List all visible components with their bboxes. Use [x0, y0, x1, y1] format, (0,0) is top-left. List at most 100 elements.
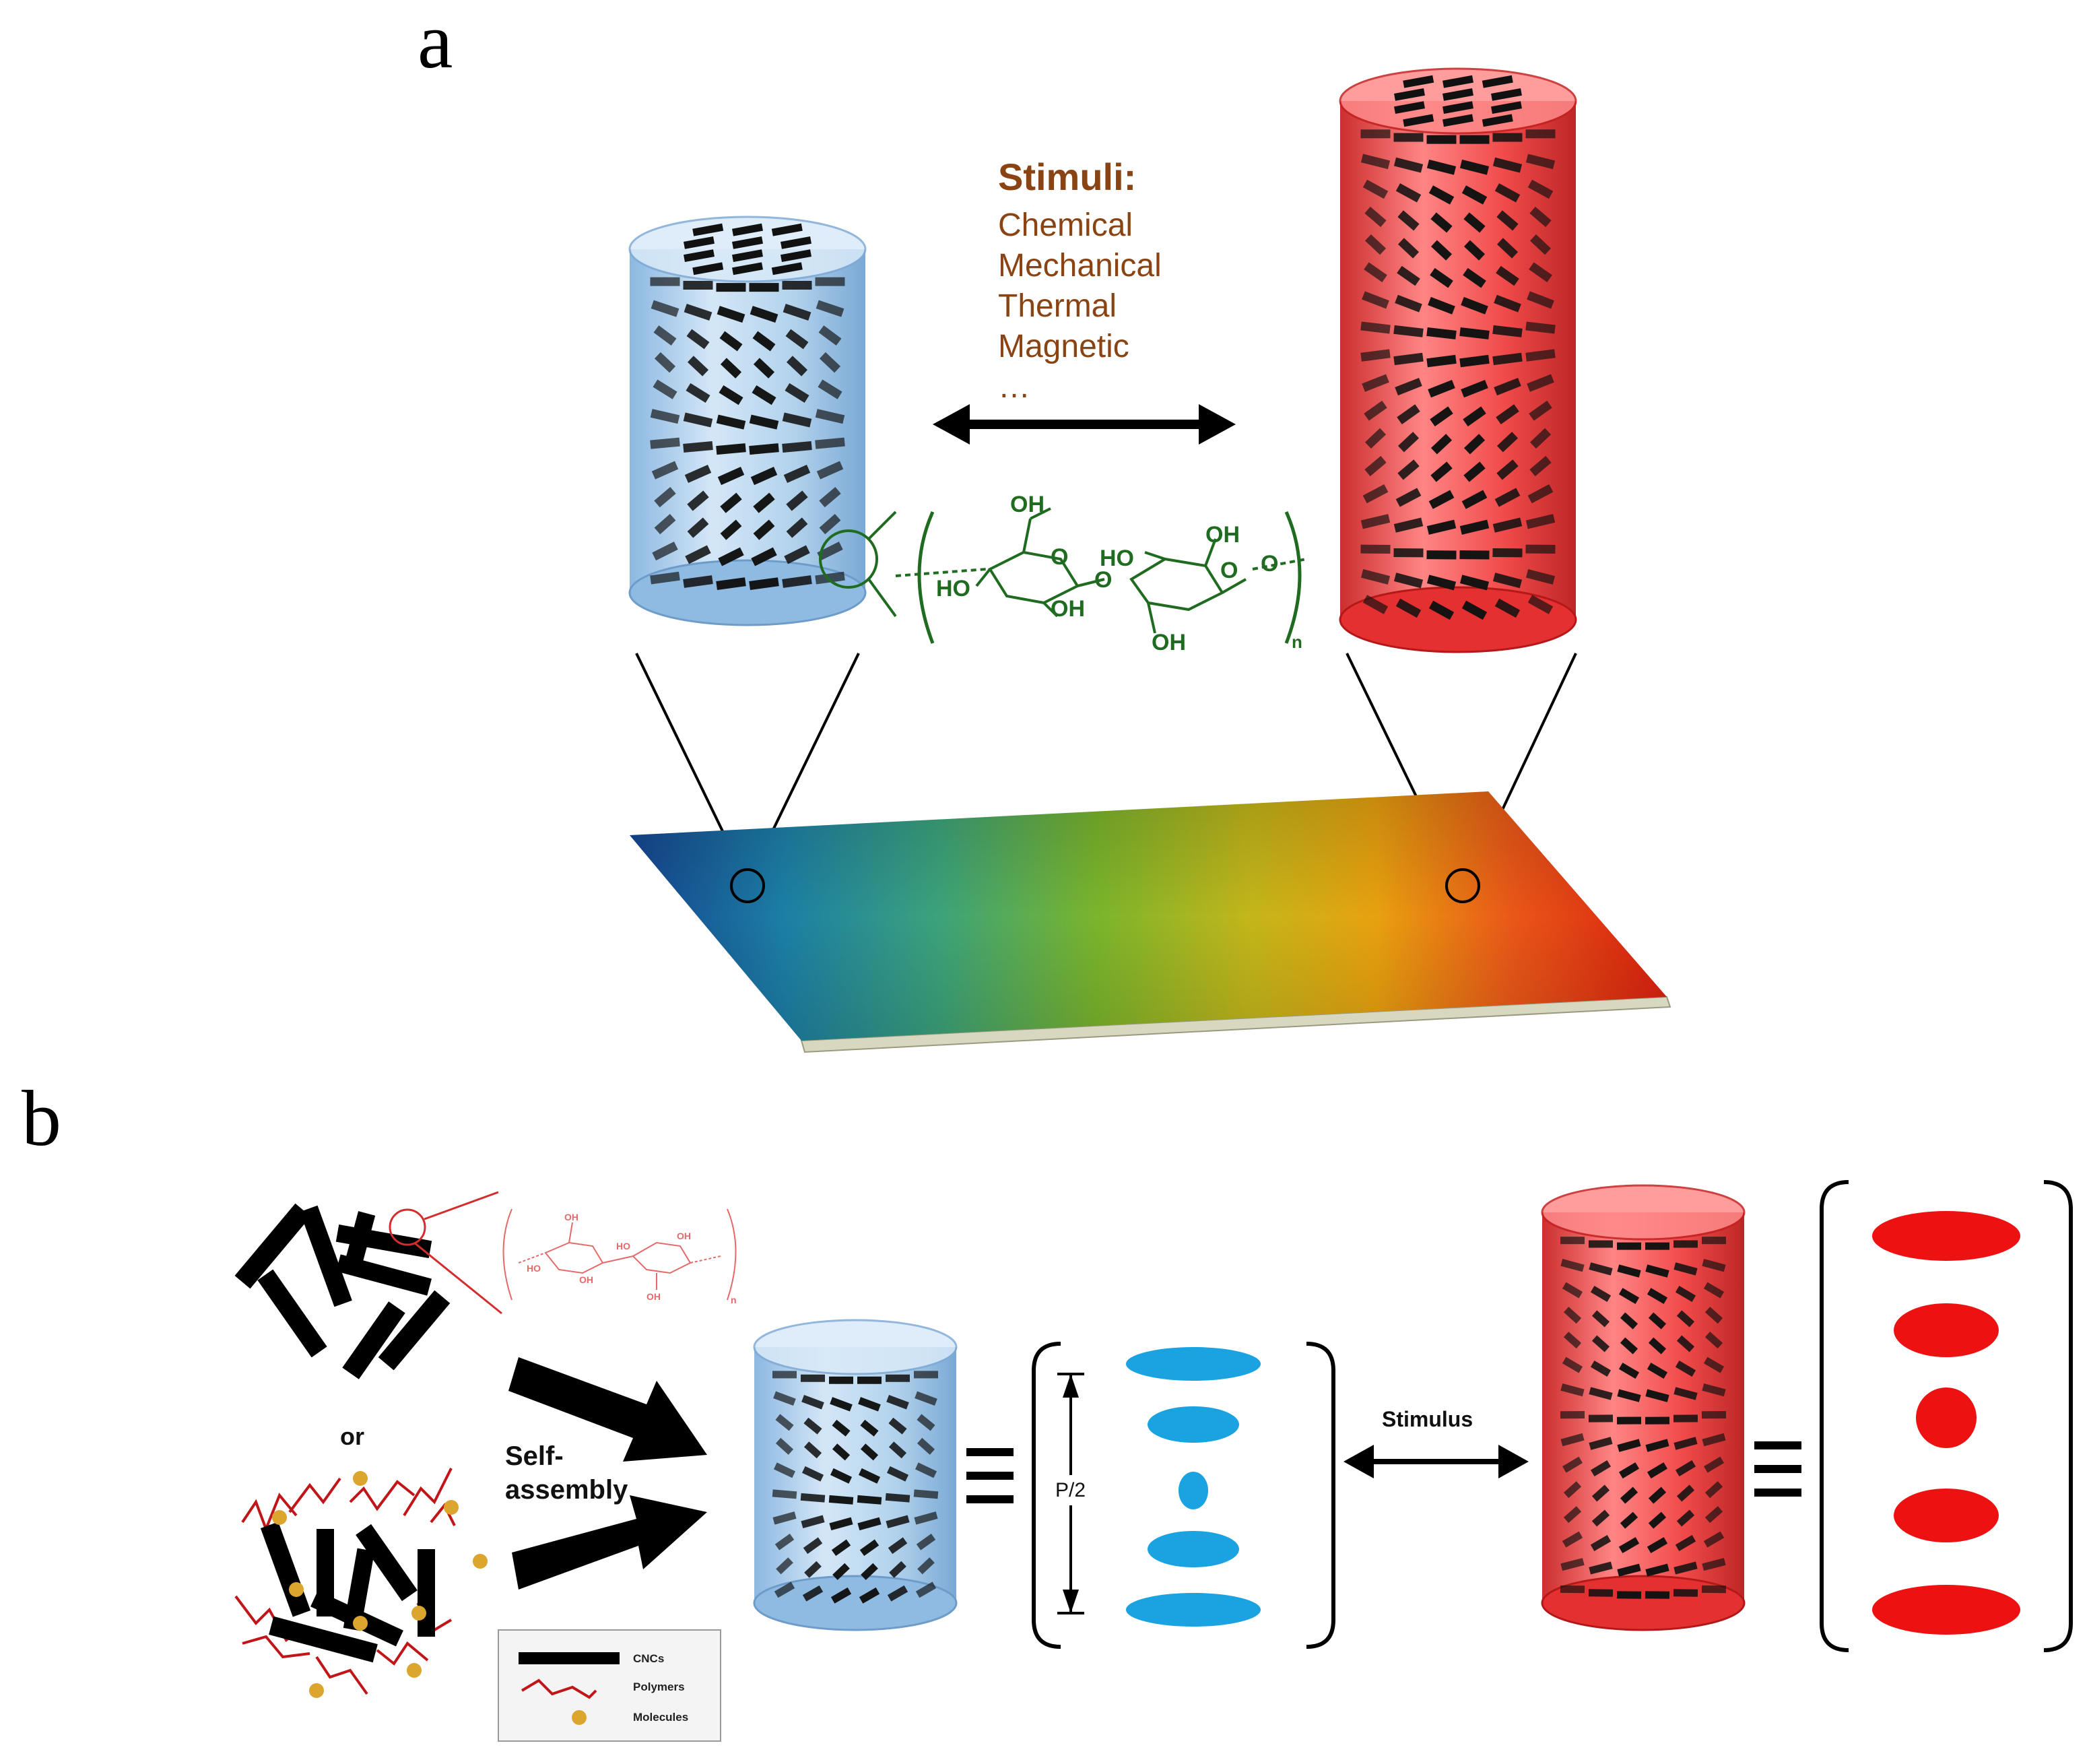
reversible-arrow-a — [933, 404, 1236, 445]
cnc-rod-top — [1394, 101, 1425, 115]
cnc-rod — [1560, 1433, 1585, 1447]
cnc-rod — [1527, 484, 1554, 504]
cnc-rod-top — [684, 236, 715, 249]
cnc-rod — [774, 1534, 795, 1550]
stimulus-chemical: Chemical — [998, 207, 1133, 243]
cnc-rod — [1702, 1558, 1726, 1571]
cnc-rod — [803, 1441, 822, 1459]
cnc-rod — [1647, 1288, 1668, 1305]
cnc-rod — [1463, 461, 1486, 482]
chem-a-oh-bottom-left: OH — [1051, 596, 1085, 622]
cnc-rod — [1562, 1282, 1583, 1299]
cnc-rod — [1360, 321, 1391, 334]
pitch-label: P/2 — [1055, 1479, 1086, 1501]
cnc-rod — [1461, 296, 1488, 315]
chem-b-oh-bottom-left: OH — [579, 1274, 593, 1285]
cnc-rod — [819, 513, 841, 535]
cnc-rod — [652, 542, 678, 561]
structural-color-film — [630, 791, 1671, 1053]
cnc-rod — [914, 1511, 938, 1525]
cnc-rod — [1525, 321, 1556, 334]
legend-polymer-swatch — [521, 1678, 597, 1699]
cnc-rod — [915, 1462, 937, 1478]
cnc-rod-top — [692, 262, 724, 275]
cnc-rod — [1529, 234, 1552, 255]
cnc-rod — [749, 414, 779, 430]
cnc-rod — [1590, 1535, 1612, 1551]
chem-a-ring-o-1: O — [1051, 544, 1068, 570]
cnc-rod — [772, 1489, 797, 1499]
cnc-rod-top — [781, 236, 811, 249]
cnc-rod-top — [1443, 88, 1473, 101]
cnc-rod — [1494, 294, 1521, 313]
cnc-rod — [1648, 1337, 1667, 1354]
cnc-rod — [888, 1417, 907, 1435]
cnc-rod — [772, 1511, 797, 1525]
cnc-rod — [815, 409, 845, 424]
chem-a-oh-right: OH — [1205, 522, 1240, 548]
cnc-rod-top — [684, 249, 715, 263]
panel-a-label: a — [418, 0, 453, 85]
cnc-rod — [1426, 575, 1457, 591]
cnc-rod — [775, 1414, 794, 1431]
cnc-rod-top — [1443, 75, 1473, 88]
cnc-rod — [832, 1443, 851, 1461]
cnc-rod — [1647, 1363, 1668, 1379]
cnc-rod — [832, 1419, 851, 1437]
cnc-rod-top — [1403, 75, 1434, 88]
cnc-rod — [654, 352, 676, 373]
cnc-rod — [716, 577, 746, 590]
cnc-rods-blue-a — [650, 277, 845, 590]
cnc-rod — [1360, 514, 1391, 529]
cnc-rod — [1492, 517, 1523, 533]
cnc-rod — [801, 1395, 824, 1410]
cnc-rod — [1428, 380, 1455, 398]
cnc-rod — [1430, 434, 1453, 455]
cnc-rod — [1562, 1456, 1583, 1473]
cnc-rod — [1676, 1310, 1695, 1328]
cnc-rod — [1395, 183, 1422, 203]
cnc-rod — [1496, 404, 1519, 425]
cnc-rod — [1397, 210, 1420, 231]
cnc-rod — [686, 383, 710, 403]
cnc-rod — [1620, 1337, 1638, 1354]
cnc-rod — [717, 306, 745, 323]
cnc-rod — [1703, 1531, 1725, 1548]
cnc-rod — [1589, 1437, 1613, 1450]
cnc-rod-top — [1443, 114, 1473, 127]
cnc-rod — [1620, 1487, 1638, 1504]
cnc-rods-red-a — [1360, 129, 1556, 620]
cnc-rod — [1673, 1262, 1698, 1276]
cnc-rod — [800, 1493, 826, 1503]
cnc-rod — [1494, 377, 1521, 396]
cnc-rod — [753, 492, 775, 513]
equivalence-bars-red — [1754, 1441, 1801, 1497]
cnc-rod — [1461, 380, 1488, 398]
cnc-rod — [774, 1581, 795, 1598]
cnc-rod — [685, 545, 711, 564]
cnc-rod — [1461, 185, 1488, 205]
cnc-rod — [1459, 354, 1490, 368]
cnc-rod — [753, 519, 775, 540]
legend: CNCs Polymers Molecules — [498, 1629, 721, 1742]
cellulose-zoom-b — [389, 1191, 502, 1315]
cnc-rod — [1529, 455, 1552, 477]
chem-a-ho-left: HO — [936, 576, 970, 601]
cnc-rod — [1560, 1383, 1585, 1397]
cnc-rod — [1704, 1307, 1723, 1324]
cnc-rod — [1527, 291, 1554, 309]
cnc-rod-top — [692, 223, 724, 236]
legend-molecules: Molecules — [633, 1711, 688, 1724]
cnc-rod — [650, 437, 680, 449]
cnc-rod — [1675, 1361, 1696, 1377]
cnc-rod — [1364, 206, 1387, 228]
cnc-rod — [783, 304, 811, 321]
cnc-rod — [775, 1437, 794, 1455]
cnc-rod — [886, 1466, 909, 1482]
legend-cnc-swatch — [519, 1652, 620, 1664]
cnc-rod — [651, 461, 679, 480]
legend-cncs: CNCs — [633, 1652, 664, 1665]
cnc-rod — [858, 1468, 881, 1484]
cnc-rod — [1395, 377, 1422, 396]
cellulose-structure-a — [819, 507, 1307, 644]
